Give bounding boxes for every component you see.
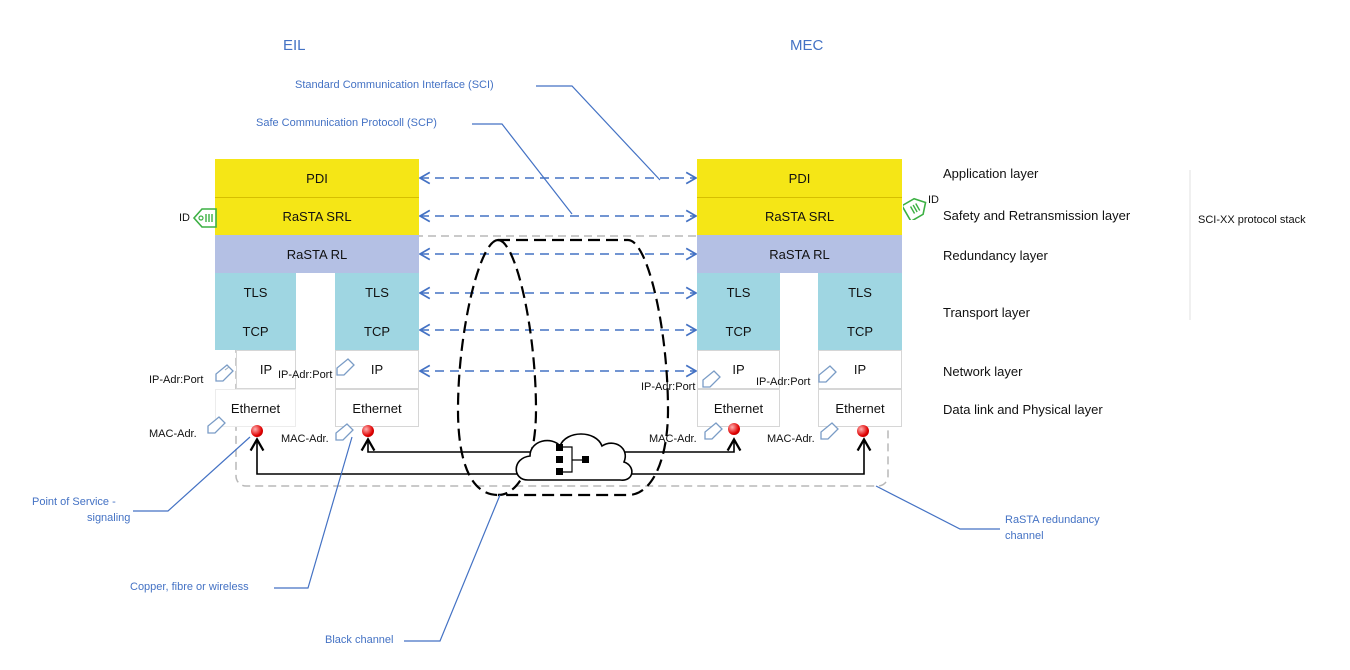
pos-callout-text-line2: signaling xyxy=(87,512,131,524)
mec-mac-label-b: MAC-Adr. xyxy=(767,433,815,445)
mec-mac-tag-icon-b xyxy=(820,422,839,440)
eil-mac-tag-icon-a xyxy=(207,416,226,434)
redundancy-callout-text-line1: RaSTA redundancy xyxy=(1005,514,1100,526)
layer-redundancy-label: Redundancy layer xyxy=(943,248,1048,263)
sci-callout-text: Standard Communication Interface (SCI) xyxy=(295,79,494,91)
mec-pdi-block: PDI xyxy=(697,159,902,197)
mec-tcp-block-a: TCP xyxy=(697,312,780,350)
mec-ip-port-label-b: IP-Adr:Port xyxy=(756,376,811,388)
eil-mac-label-b: MAC-Adr. xyxy=(281,433,329,445)
eil-ethernet-block-a: Ethernet xyxy=(215,389,296,427)
mec-id-label: ID xyxy=(928,194,939,206)
network-cloud-icon xyxy=(515,433,633,481)
eil-ip-port-tag-icon-b xyxy=(336,358,355,376)
eil-tls-block-b: TLS xyxy=(335,273,419,312)
mec-mac-tag-icon-a xyxy=(704,422,723,440)
eil-ip-port-label-b: IP-Adr:Port xyxy=(278,369,333,381)
mec-point-of-service-b xyxy=(857,425,869,437)
stack-name-label: SCI-XX protocol stack xyxy=(1198,214,1306,226)
mec-pdi-separator xyxy=(697,197,902,198)
black-channel-shape xyxy=(456,238,670,497)
scp-callout-line xyxy=(472,123,573,215)
header-eil: EIL xyxy=(283,37,306,54)
mec-tls-block-b: TLS xyxy=(818,273,902,312)
medium-callout-text: Copper, fibre or wireless xyxy=(130,581,249,593)
sci-callout-line xyxy=(536,85,661,181)
mec-tcp-block-b: TCP xyxy=(818,312,902,350)
mec-rasta-rl-block: RaSTA RL xyxy=(697,235,902,273)
eil-point-of-service-a xyxy=(251,425,263,437)
layer-application-label: Application layer xyxy=(943,166,1039,181)
mec-ip-port-label-a: IP-Adr:Port xyxy=(641,381,696,393)
eil-ip-port-tag-icon-a xyxy=(215,364,234,382)
eil-pdi-block: PDI xyxy=(215,159,419,197)
eil-point-of-service-b xyxy=(362,425,374,437)
mec-id-tag-icon xyxy=(903,197,927,220)
mec-mac-label-a: MAC-Adr. xyxy=(649,433,697,445)
eil-pdi-separator xyxy=(215,197,419,198)
eil-ip-port-label-a: IP-Adr:Port xyxy=(149,374,204,386)
layer-datalink-label: Data link and Physical layer xyxy=(943,402,1103,417)
eil-tls-block-a: TLS xyxy=(215,273,296,312)
mec-point-of-service-a xyxy=(728,423,740,435)
mec-ip-port-tag-icon-a xyxy=(702,370,721,388)
mec-ip-port-tag-icon-b xyxy=(818,365,837,383)
pos-callout-line xyxy=(133,436,251,512)
header-mec: MEC xyxy=(790,37,824,54)
redundancy-callout-line xyxy=(875,485,1000,530)
mec-tls-block-a: TLS xyxy=(697,273,780,312)
mec-rasta-srl-block: RaSTA SRL xyxy=(697,198,902,235)
eil-tcp-block-b: TCP xyxy=(335,312,419,350)
black-channel-callout-line xyxy=(404,494,501,642)
eil-rasta-rl-block: RaSTA RL xyxy=(215,235,419,273)
eil-ethernet-block-b: Ethernet xyxy=(335,389,419,427)
pos-callout-text-line1: Point of Service - xyxy=(32,496,116,508)
layer-safety-label: Safety and Retransmission layer xyxy=(943,208,1131,223)
eil-rasta-srl-block: RaSTA SRL xyxy=(215,198,419,235)
eil-id-tag-icon xyxy=(192,208,217,228)
eil-tcp-block-a: TCP xyxy=(215,312,296,350)
medium-callout-line xyxy=(274,436,353,589)
eil-mac-tag-icon-b xyxy=(335,423,354,441)
eil-ip-block-a: IP xyxy=(236,350,296,389)
network-switch-icon xyxy=(556,444,589,475)
layer-transport-label: Transport layer xyxy=(943,305,1030,320)
redundancy-callout-text-line2: channel xyxy=(1005,530,1044,542)
eil-mac-label-a: MAC-Adr. xyxy=(149,428,197,440)
layer-network-label: Network layer xyxy=(943,364,1023,379)
black-channel-callout-text: Black channel xyxy=(325,634,394,646)
mec-ethernet-block-b: Ethernet xyxy=(818,389,902,427)
scp-callout-text: Safe Communication Protocoll (SCP) xyxy=(256,117,437,129)
eil-id-label: ID xyxy=(179,212,190,224)
